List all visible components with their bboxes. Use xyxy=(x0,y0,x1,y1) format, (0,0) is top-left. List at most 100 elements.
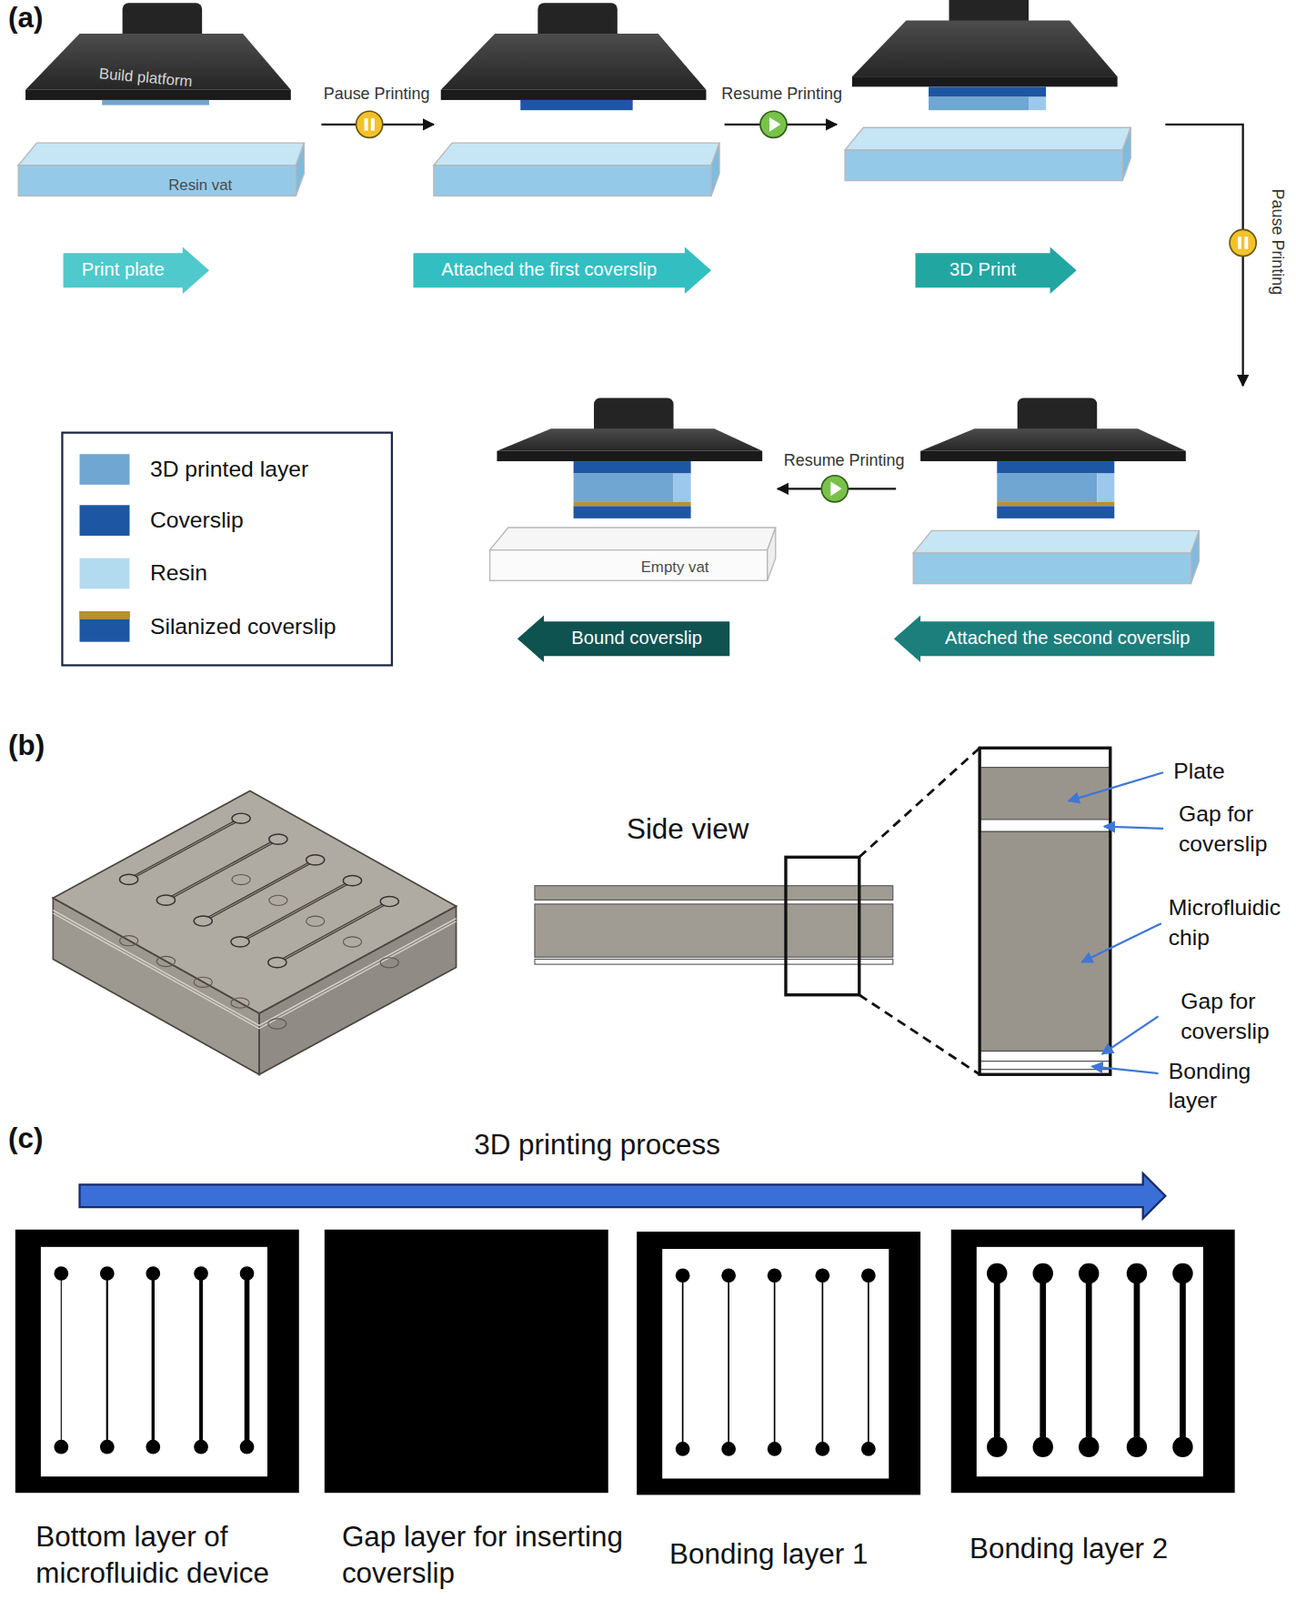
layer-mask xyxy=(951,1229,1236,1493)
printer-illustration xyxy=(18,2,304,196)
play-triangle xyxy=(830,481,842,496)
leader-arrow xyxy=(1081,923,1162,963)
mask-port xyxy=(815,1441,831,1457)
layer xyxy=(996,473,1097,503)
mask-port xyxy=(1126,1263,1147,1284)
port-hole xyxy=(231,813,251,824)
play-circle xyxy=(760,110,787,138)
mask-port xyxy=(145,1265,161,1281)
pause-bar xyxy=(371,118,375,131)
part-label: Resin vat xyxy=(168,174,232,195)
mask-port xyxy=(675,1267,691,1283)
chip-3d xyxy=(52,790,456,1075)
pause-icon xyxy=(1229,229,1256,256)
platform-edge xyxy=(25,90,292,101)
platform-edge xyxy=(441,90,707,101)
printer-illustration xyxy=(913,398,1199,584)
panel-label: (c) xyxy=(8,1120,43,1158)
layer xyxy=(928,97,1029,111)
mask-channel xyxy=(1039,1273,1046,1447)
vat-front xyxy=(18,165,296,197)
mask-port xyxy=(240,1439,255,1455)
play-icon xyxy=(821,475,848,503)
vat-front xyxy=(913,552,1191,584)
port-hole xyxy=(120,874,139,885)
mask-port xyxy=(986,1436,1007,1457)
chip-top xyxy=(52,790,456,1014)
mask-port xyxy=(193,1439,209,1455)
step-banner: Bound coverslip xyxy=(517,614,730,663)
vat-top xyxy=(18,142,304,166)
side-view xyxy=(534,747,1164,1075)
legend-text: Coverslip xyxy=(150,502,244,538)
step-label: Pause Printing xyxy=(323,83,431,105)
plate xyxy=(534,885,894,901)
build-platform xyxy=(496,428,763,452)
zoom-detail-box xyxy=(979,747,1111,1075)
mask-channel xyxy=(682,1275,684,1449)
pause-icon xyxy=(356,110,383,138)
bonding-strip xyxy=(534,958,894,965)
channel xyxy=(202,859,315,921)
plate-gap-line xyxy=(52,910,456,1026)
mask-port xyxy=(1033,1436,1054,1457)
step-banner: 3D Print xyxy=(914,246,1076,294)
pause-circle xyxy=(1229,229,1256,256)
play-icon xyxy=(760,110,787,138)
legend-row: Resin xyxy=(63,555,392,591)
channel-inner xyxy=(165,839,278,901)
zoom-chip xyxy=(980,831,1109,1051)
mask-port xyxy=(100,1439,115,1455)
zoom-box xyxy=(785,856,860,995)
layer-caption: Gap layer for inserting coverslip xyxy=(341,1517,638,1593)
legend-swatch xyxy=(80,504,131,536)
mask-port xyxy=(1078,1263,1099,1284)
layer xyxy=(573,502,692,506)
mask-port xyxy=(193,1265,209,1281)
banner-text: Attached the second coverslip xyxy=(944,627,1190,650)
banner-fill xyxy=(412,246,712,294)
pause-circle xyxy=(356,110,383,138)
printer-illustration xyxy=(433,2,720,196)
vat-side xyxy=(295,142,304,196)
layer xyxy=(996,502,1115,506)
plate-gap-line xyxy=(52,913,456,1029)
mask-frame xyxy=(324,1229,609,1493)
mask-frame xyxy=(15,1229,300,1493)
part-label: Empty vat xyxy=(641,557,710,578)
mask-channel xyxy=(151,1273,155,1447)
vat-side xyxy=(711,142,720,196)
step-label: Pause Printing xyxy=(1266,189,1288,296)
banner-fill xyxy=(894,614,1215,663)
port-hole xyxy=(156,894,175,905)
mask-channel xyxy=(1085,1273,1093,1447)
mask-channel xyxy=(822,1275,824,1449)
callout-label: Plate xyxy=(1173,756,1225,786)
vat-side xyxy=(1122,127,1131,181)
vat-front xyxy=(490,550,768,582)
process-label: 3D printing process xyxy=(473,1125,721,1164)
layer-mask xyxy=(15,1229,300,1493)
vat-top xyxy=(844,127,1131,151)
port-hole xyxy=(380,895,399,906)
mask-channel xyxy=(106,1273,109,1447)
build-platform xyxy=(920,428,1186,452)
banner-fill xyxy=(517,614,730,663)
build-platform xyxy=(441,33,707,91)
step-banner: Attached the second coverslip xyxy=(894,614,1215,663)
mask-window xyxy=(40,1246,268,1477)
port-hole xyxy=(268,957,287,968)
layer xyxy=(673,473,692,503)
mask-window xyxy=(662,1248,889,1478)
port-hole-hidden xyxy=(268,1018,287,1029)
step-label: Resume Printing xyxy=(783,450,905,472)
mask-port xyxy=(240,1265,255,1281)
step-banner: Print plate xyxy=(63,246,210,294)
zoom-plate xyxy=(980,767,1109,820)
mask-port xyxy=(675,1441,691,1457)
channel xyxy=(277,901,390,963)
layer xyxy=(573,461,692,473)
platform-edge xyxy=(852,76,1118,87)
mask-port xyxy=(861,1267,876,1283)
layer-mask xyxy=(636,1231,921,1495)
